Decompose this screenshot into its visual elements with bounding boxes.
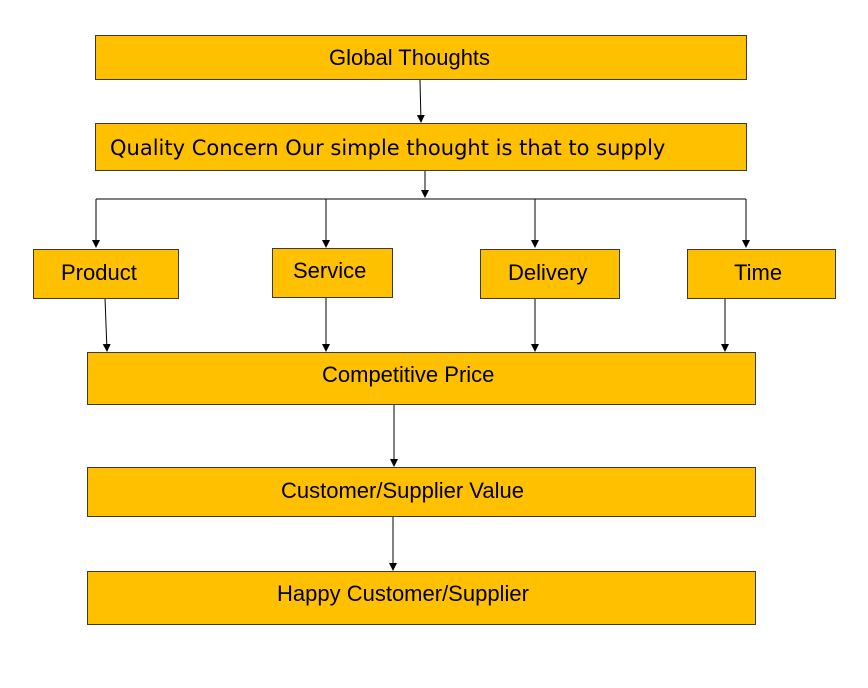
- delivery-box: Delivery: [480, 249, 620, 299]
- quality-concern-label: Quality Concern Our simple thought is th…: [110, 136, 666, 160]
- happy-customer-supplier-box: Happy Customer/Supplier: [87, 571, 756, 625]
- competitive-price-box: Competitive Price: [87, 352, 756, 405]
- global-thoughts-box: Global Thoughts: [95, 35, 747, 80]
- happy-customer-supplier-label: Happy Customer/Supplier: [277, 581, 529, 606]
- arrow-global-to-quality: [416, 79, 425, 123]
- product-label: Product: [61, 260, 137, 285]
- time-label: Time: [734, 260, 783, 285]
- product-box: Product: [33, 249, 179, 299]
- global-thoughts-label: Global Thoughts: [329, 45, 491, 70]
- customer-supplier-value-label: Customer/Supplier Value: [281, 478, 524, 503]
- service-box: Service: [272, 248, 393, 298]
- quality-concern-box: Quality Concern Our simple thought is th…: [95, 123, 747, 171]
- competitive-price-label: Competitive Price: [322, 362, 495, 387]
- delivery-label: Delivery: [508, 260, 588, 285]
- customer-supplier-value-box: Customer/Supplier Value: [87, 467, 756, 517]
- service-label: Service: [293, 258, 367, 283]
- time-box: Time: [687, 249, 836, 299]
- arrow-product-to-price: [102, 297, 111, 352]
